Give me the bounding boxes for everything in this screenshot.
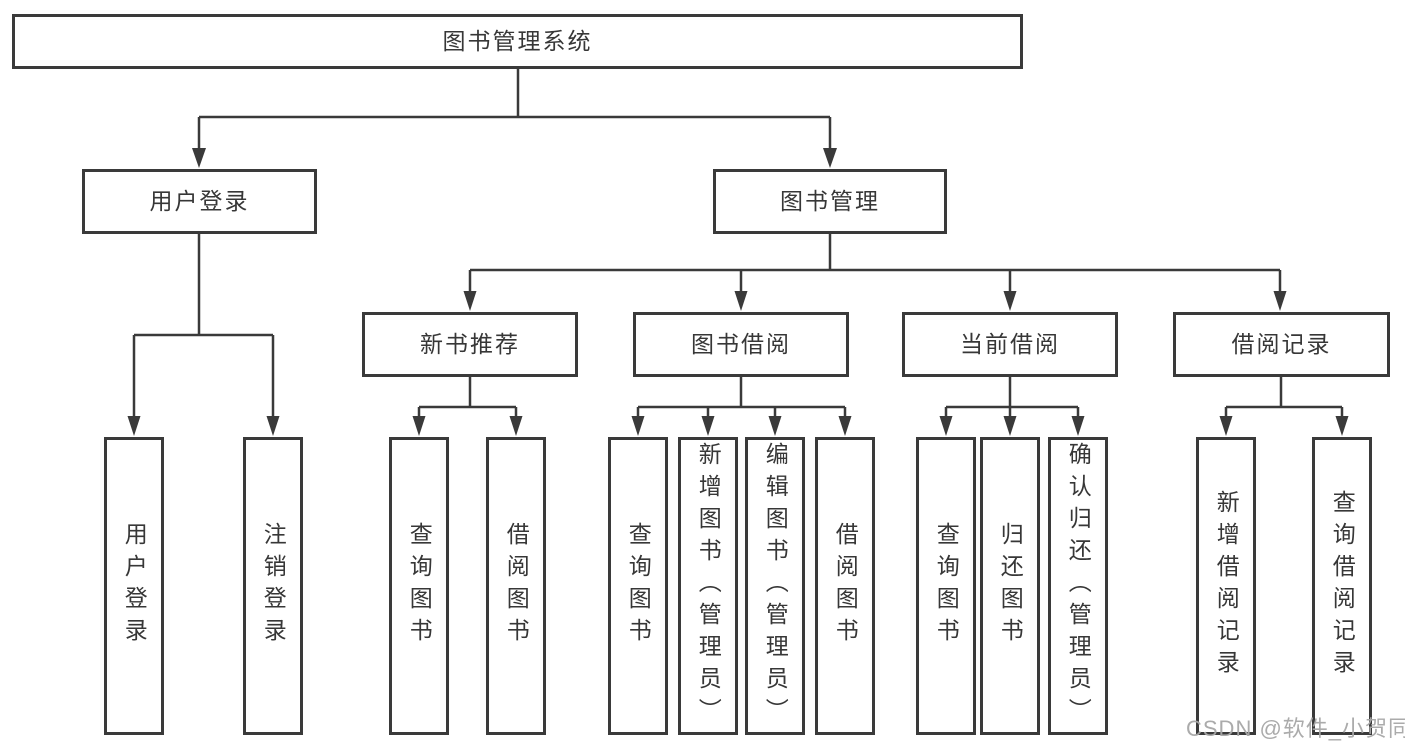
node-label: 查询图书 xyxy=(406,522,433,650)
leaf-query-books-borrow: 查询图书 xyxy=(608,437,668,735)
node-new-book-recommend: 新书推荐 xyxy=(362,312,578,377)
leaf-query-borrow-record: 查询借阅记录 xyxy=(1312,437,1372,735)
leaf-user-login: 用户登录 xyxy=(104,437,164,735)
arrowheads xyxy=(127,148,1349,436)
node-label: 借阅图书 xyxy=(503,522,530,650)
node-label: 借阅记录 xyxy=(1231,330,1332,357)
node-label: 确认归还（管理员） xyxy=(1065,442,1092,730)
node-label: 借阅图书 xyxy=(832,522,859,650)
leaf-edit-book-admin: 编辑图书（管理员） xyxy=(745,437,805,735)
watermark-text: CSDN @软件_小贺同学 xyxy=(1186,716,1405,741)
leaf-logout: 注销登录 xyxy=(243,437,303,735)
node-label: 查询图书 xyxy=(625,522,652,650)
node-borrow-records: 借阅记录 xyxy=(1173,312,1390,377)
node-label: 查询图书 xyxy=(933,522,960,650)
node-book-management: 图书管理 xyxy=(713,169,947,234)
leaf-add-borrow-record: 新增借阅记录 xyxy=(1196,437,1256,735)
node-library-system: 图书管理系统 xyxy=(12,14,1023,69)
leaf-add-book-admin: 新增图书（管理员） xyxy=(678,437,738,735)
node-label: 用户登录 xyxy=(149,187,250,214)
leaf-confirm-return-admin: 确认归还（管理员） xyxy=(1048,437,1108,735)
node-label: 新增图书（管理员） xyxy=(695,442,722,730)
node-label: 图书借阅 xyxy=(691,330,791,357)
node-label: 编辑图书（管理员） xyxy=(762,442,789,730)
node-current-borrow: 当前借阅 xyxy=(902,312,1118,377)
node-label: 新书推荐 xyxy=(420,330,520,357)
node-label: 注销登录 xyxy=(260,522,287,650)
node-label: 当前借阅 xyxy=(960,330,1060,357)
leaf-query-books-current: 查询图书 xyxy=(916,437,976,735)
node-label: 归还图书 xyxy=(997,522,1024,650)
leaf-borrow-books: 借阅图书 xyxy=(815,437,875,735)
node-user-login: 用户登录 xyxy=(82,169,317,234)
node-label: 新增借阅记录 xyxy=(1213,490,1240,682)
leaf-return-books: 归还图书 xyxy=(980,437,1040,735)
node-label: 查询借阅记录 xyxy=(1329,490,1356,682)
node-label: 图书管理 xyxy=(780,187,880,214)
leaf-borrow-books-recommend: 借阅图书 xyxy=(486,437,546,735)
node-label: 用户登录 xyxy=(121,522,148,650)
leaf-query-books-recommend: 查询图书 xyxy=(389,437,449,735)
node-label: 图书管理系统 xyxy=(442,27,593,54)
node-book-borrow: 图书借阅 xyxy=(633,312,849,377)
